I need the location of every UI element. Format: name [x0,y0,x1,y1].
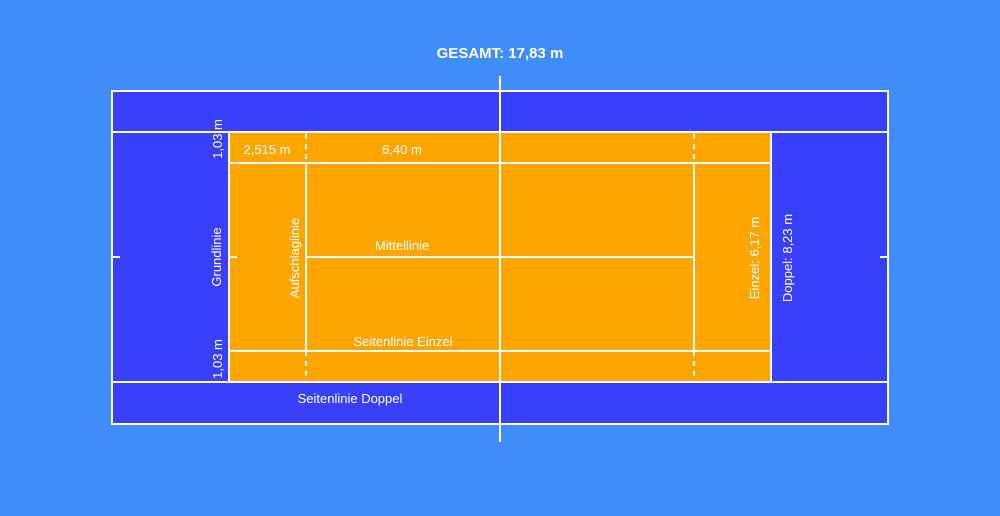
baseline-label: Grundlinie [209,227,224,286]
backcourt-depth-label: 2,515 m [244,142,291,157]
singles-sideline-label: Seitenlinie Einzel [353,334,452,349]
doubles-sideline-label: Seitenlinie Doppel [298,391,403,406]
court-lines [111,76,889,442]
alley-width-top-label: 1,03 m [210,119,225,159]
center-line-label: Mittellinie [375,238,429,253]
service-line-label: Aufschlaglinie [287,218,302,298]
alley-width-bottom-label: 1,03 m [210,339,225,379]
singles-width-label: Einzel: 6,17 m [747,217,762,299]
service-box-depth-label: 6,40 m [382,142,422,157]
doubles-width-label: Doppel: 8,23 m [780,214,795,302]
total-length-label: GESAMT: 17,83 m [437,45,564,62]
